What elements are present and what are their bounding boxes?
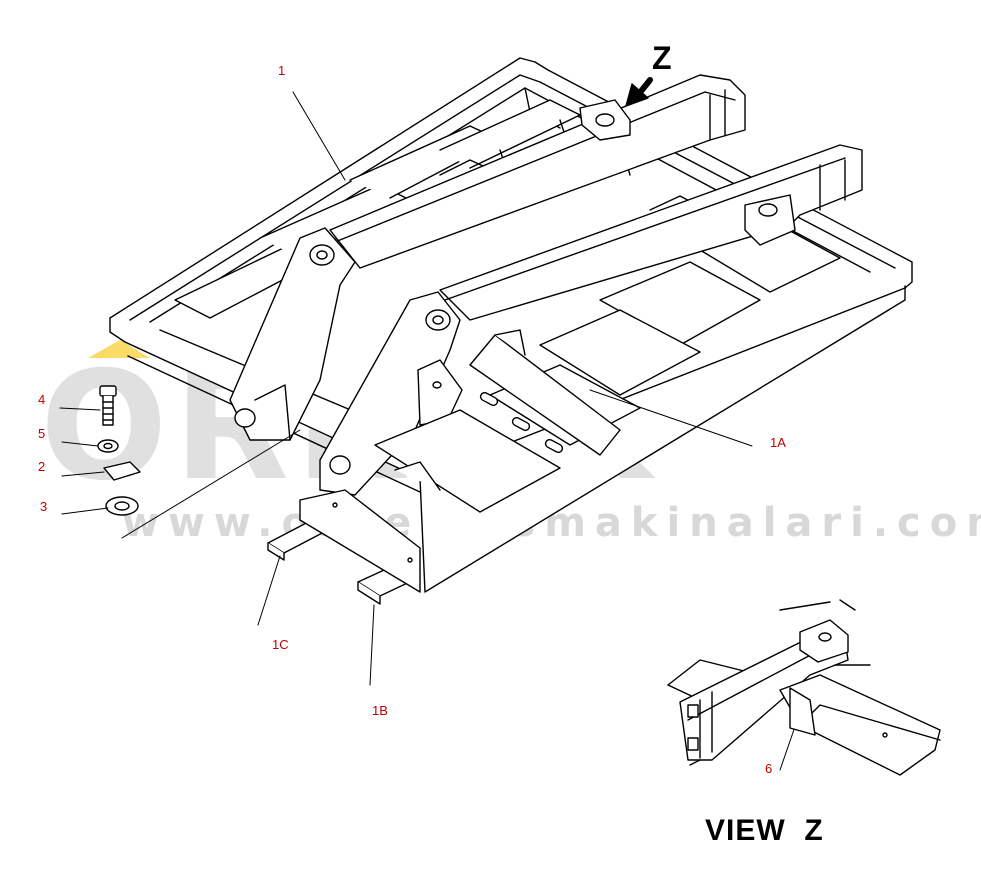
boom-arm bbox=[329, 74, 746, 269]
view-z-detail bbox=[667, 599, 941, 776]
callout-4: 4 bbox=[38, 392, 46, 407]
stick-arm bbox=[439, 144, 863, 321]
leader-lines bbox=[59, 91, 799, 771]
callout-1A: 1A bbox=[770, 435, 786, 450]
bottom-rail bbox=[299, 489, 421, 593]
left-bracket bbox=[229, 227, 356, 441]
callout-6: 6 bbox=[765, 761, 773, 776]
bolt-part-4 bbox=[99, 385, 117, 426]
watermark-accent-mark bbox=[88, 340, 150, 358]
view-z-title: VIEW Z bbox=[705, 814, 824, 847]
view-arrow-label: Z bbox=[652, 40, 672, 76]
ring-part-3 bbox=[105, 496, 139, 516]
plate-part-2 bbox=[103, 461, 141, 481]
front-panel bbox=[374, 329, 621, 513]
callout-1: 1 bbox=[278, 63, 286, 78]
view-z-arrow bbox=[625, 77, 653, 107]
callout-2: 2 bbox=[38, 459, 46, 474]
right-bracket bbox=[319, 291, 463, 496]
washer-part-5 bbox=[97, 439, 119, 453]
callout-5: 5 bbox=[38, 426, 46, 441]
callout-1C: 1C bbox=[272, 637, 289, 652]
callout-3: 3 bbox=[40, 499, 48, 514]
callout-1B: 1B bbox=[372, 703, 388, 718]
